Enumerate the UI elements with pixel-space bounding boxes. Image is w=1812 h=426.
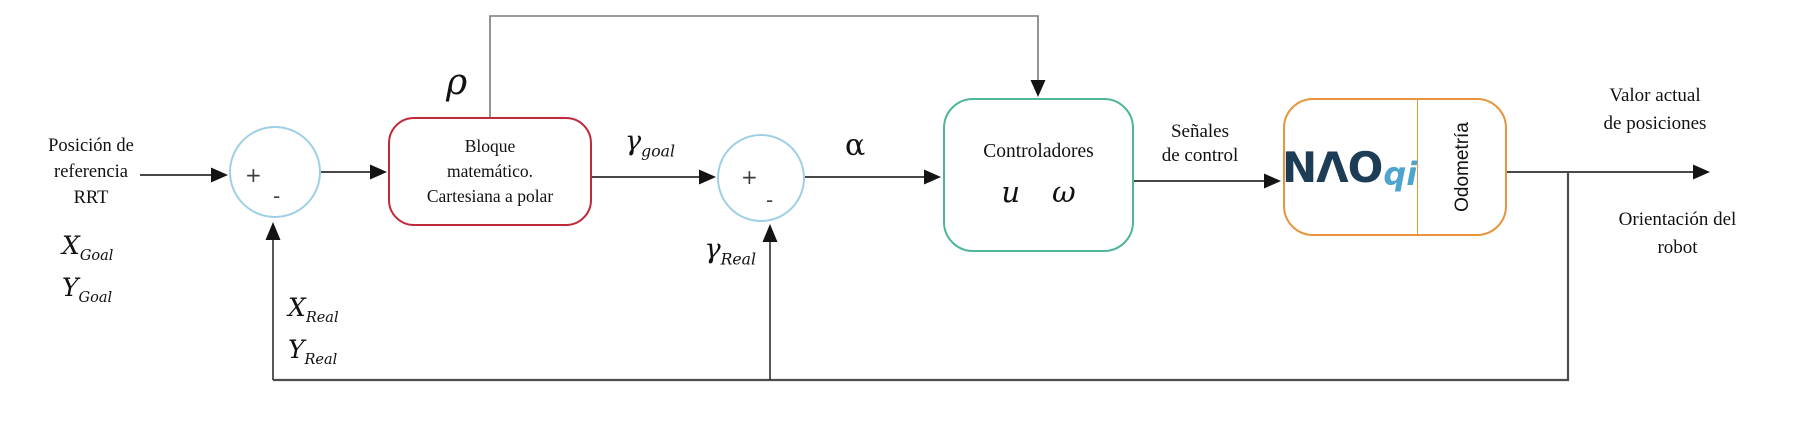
naoqi-logo: NΛO — [1283, 142, 1383, 192]
label-gamma-goal: γgoal — [625, 126, 675, 161]
sum2-minus-sign: - — [766, 188, 774, 212]
label-robot-orientation-line2: robot — [1657, 237, 1698, 258]
arrowhead-feedback-into-sum2 — [762, 224, 778, 242]
math-block-line3: Cartesiana a polar — [426, 186, 554, 206]
label-reference-line3: RRT — [73, 188, 109, 208]
arrowhead-feedback-into-sum1 — [265, 222, 281, 240]
arrowhead-into-sum2 — [699, 169, 716, 185]
math-block-line2: matemático. — [446, 161, 533, 181]
label-actual-position-line1: Valor actual — [1609, 85, 1701, 106]
label-actual-position-line2: de posiciones — [1603, 113, 1707, 134]
odometry-label: Odometría — [1452, 122, 1474, 212]
label-reference-line1: Posición de — [48, 136, 134, 156]
label-robot-orientation-line1: Orientación del — [1618, 209, 1737, 230]
math-block-cartesian-to-polar: Bloque matemático. Cartesiana a polar — [388, 117, 592, 226]
label-y-goal: YGoal — [62, 273, 113, 306]
summing-junction-angle: + - — [717, 134, 805, 222]
label-gamma-real: γReal — [704, 234, 756, 269]
label-y-real: YReal — [288, 335, 338, 368]
controller-outputs: u ω — [1001, 175, 1075, 209]
controller-title: Controladores — [983, 141, 1094, 162]
label-control-signals-line2: de control — [1161, 145, 1239, 166]
label-alpha: α — [845, 128, 866, 163]
label-goal-variables: XGoal YGoal — [62, 230, 113, 314]
odometry-cell: Odometría — [1418, 122, 1505, 212]
summing-junction-position: + - — [229, 126, 321, 218]
naoqi-odometry-block: NΛO qi Odometría — [1283, 98, 1507, 236]
label-control-signals-line1: Señales — [1170, 121, 1230, 142]
label-actual-position: Valor actual de posiciones — [1580, 82, 1730, 138]
naoqi-logo-suffix: qi — [1383, 155, 1418, 193]
arrowhead-rho-into-controller — [1030, 80, 1046, 97]
label-x-real: XReal — [288, 293, 339, 326]
label-robot-orientation: Orientación del robot — [1590, 206, 1765, 262]
label-rho: ρ — [446, 62, 468, 103]
sum1-plus-sign: + — [245, 163, 262, 187]
label-real-variables: XReal YReal — [288, 292, 339, 376]
label-reference-line2: referencia — [54, 162, 128, 182]
wire-feedback-bottom — [273, 172, 1570, 382]
controller-block: Controladores u ω — [943, 98, 1134, 252]
sum2-plus-sign: + — [741, 165, 758, 189]
controller-omega: ω — [1052, 175, 1076, 209]
naoqi-logo-cell: NΛO qi — [1283, 100, 1419, 234]
label-reference-position: Posición de referencia RRT — [16, 133, 166, 211]
sum1-minus-sign: - — [273, 184, 281, 208]
wire-rho-feedforward — [489, 15, 1039, 117]
arrowhead-into-math-block — [370, 164, 387, 180]
arrowhead-into-controller — [924, 169, 941, 185]
arrowhead-output — [1693, 164, 1710, 180]
arrowhead-into-sum1 — [211, 167, 228, 183]
controller-u: u — [1001, 175, 1021, 209]
arrowhead-into-nao — [1264, 173, 1281, 189]
label-x-goal: XGoal — [62, 231, 114, 264]
math-block-line1: Bloque — [464, 136, 516, 156]
label-control-signals: Señales de control — [1135, 120, 1265, 168]
